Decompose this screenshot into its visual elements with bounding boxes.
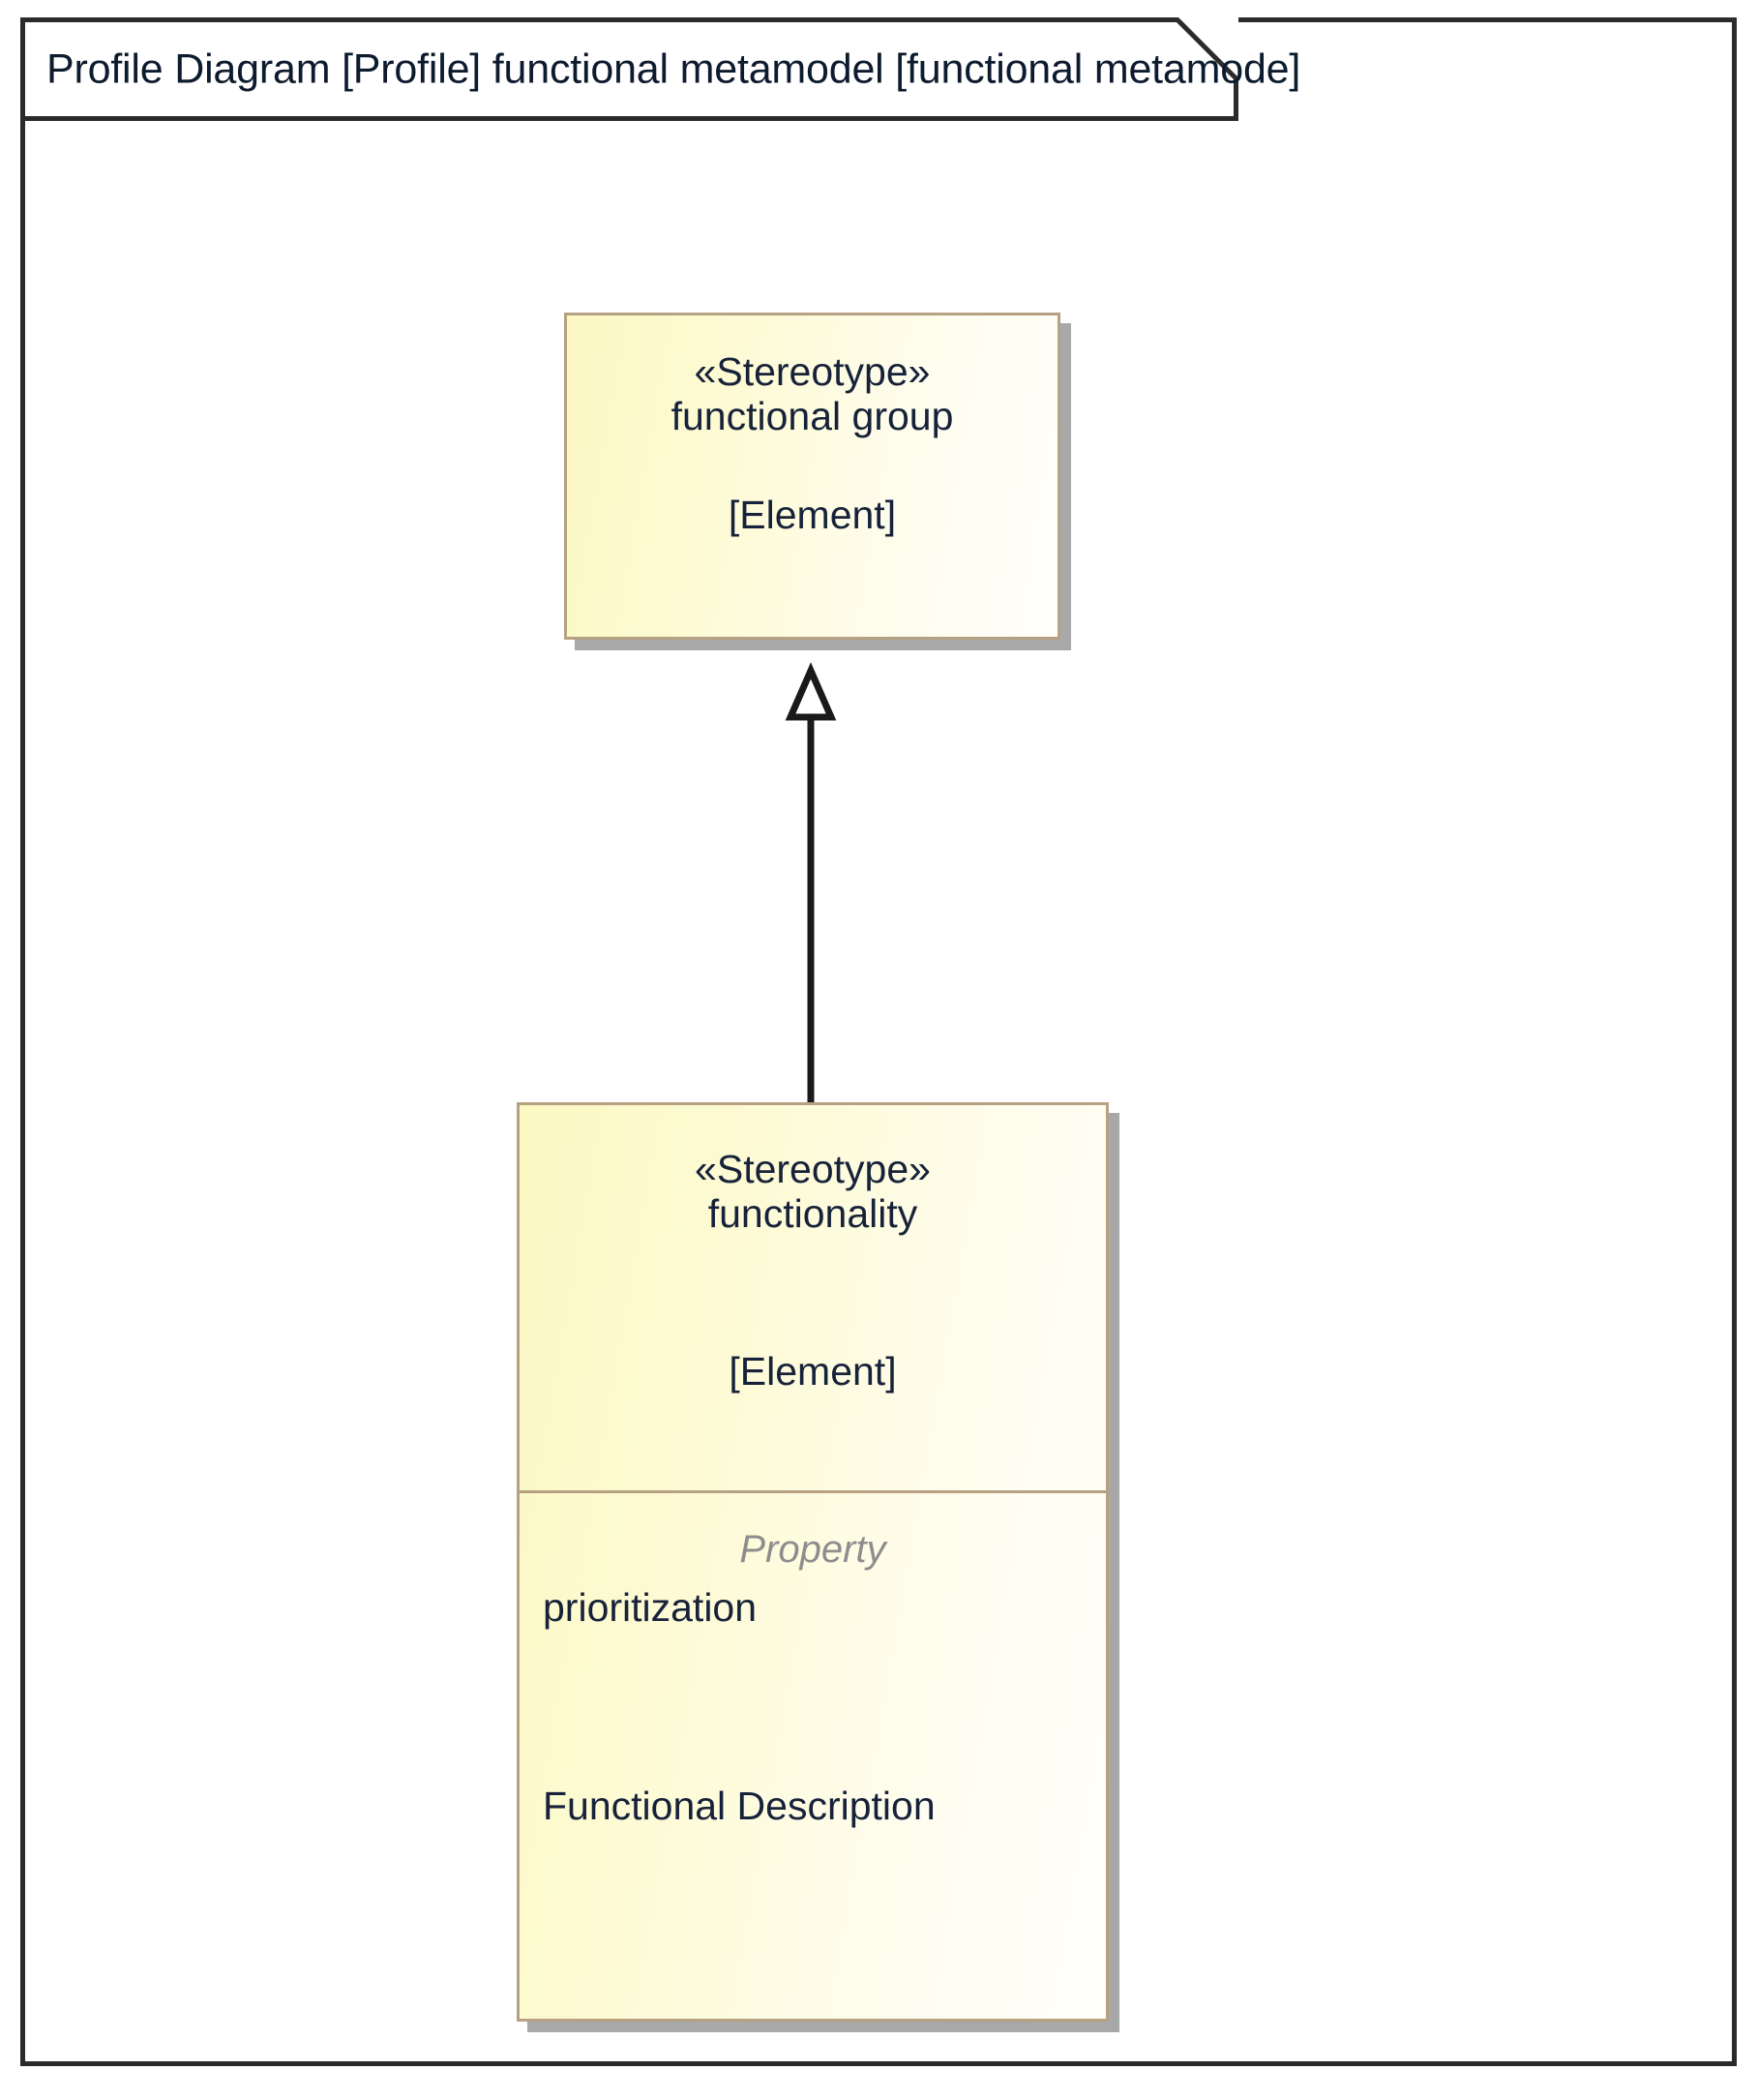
generalization-arrow-icon [785,662,837,1106]
generalization-connector[interactable] [764,634,871,1108]
property-item[interactable]: Functional Description [543,1784,936,1829]
property-compartment: Property prioritization Functional Descr… [520,1493,1106,1828]
stereotype-keyword: «Stereotype» [695,1147,931,1191]
stereotype-keyword: «Stereotype» [694,349,931,394]
element-metaclass: [Element] [729,1348,897,1394]
frame-header-pentagon-icon [20,17,1238,121]
element-name: functional group [670,393,954,438]
property-compartment-label: Property [739,1528,886,1571]
frame-header-tab: Profile Diagram [Profile] functional met… [20,17,1300,121]
element-metaclass: [Element] [728,492,897,537]
element-header-compartment: «Stereotype» functional group [Element] [567,315,1058,538]
property-item[interactable]: prioritization [543,1585,758,1630]
element-name: functionality [707,1190,918,1236]
element-header-compartment: «Stereotype» functionality [Element] [520,1105,1106,1493]
diagram-title: Profile Diagram [Profile] functional met… [46,45,1301,92]
stereotype-element-functional-group[interactable]: «Stereotype» functional group [Element] [564,313,1060,640]
stereotype-element-functionality[interactable]: «Stereotype» functionality [Element] Pro… [517,1102,1109,2022]
